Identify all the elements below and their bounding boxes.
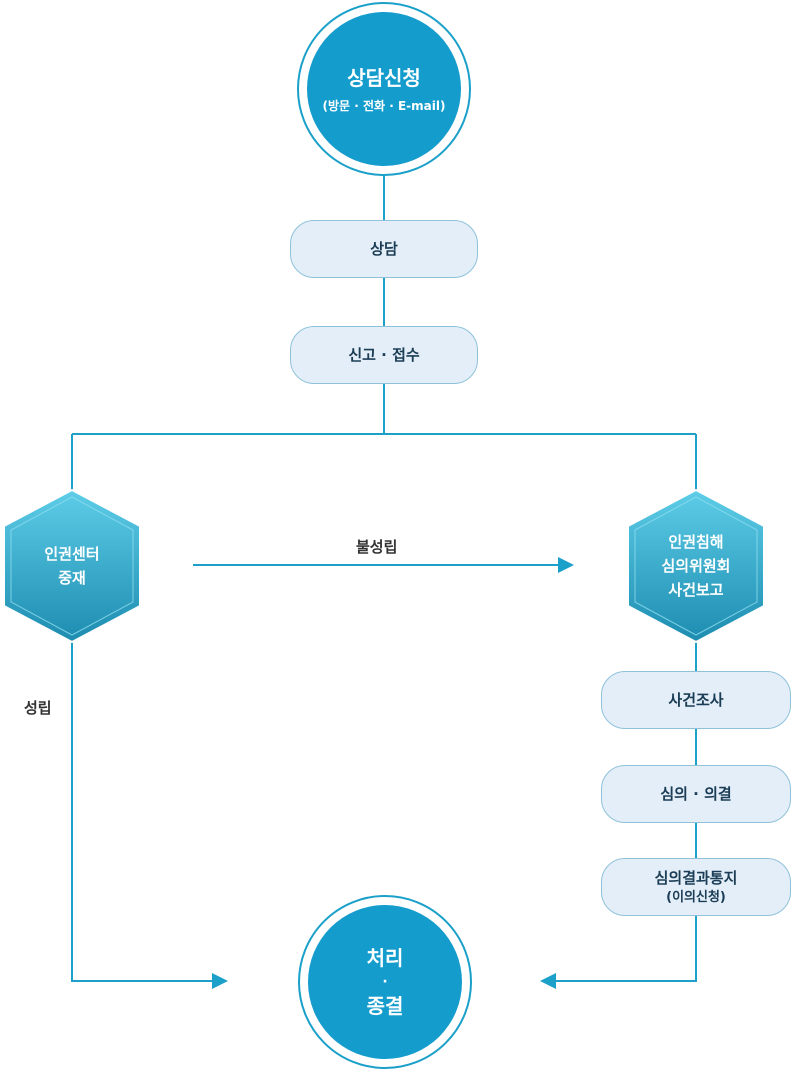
hex-left-highlight	[10, 496, 134, 636]
step-report-label: 신고 · 접수	[348, 346, 420, 364]
end-node-line1: 처리	[366, 946, 404, 970]
hex-right-line1: 인권침해	[668, 533, 724, 551]
edge-label-failed: 불성립	[356, 538, 398, 556]
end-node-line2: 종결	[366, 994, 404, 1018]
start-node: 상담신청 (방문 · 전화 · E-mail)	[297, 2, 471, 176]
step-deliberation: 심의 · 의결	[601, 765, 791, 823]
step-deliberation-label: 심의 · 의결	[660, 785, 732, 803]
hex-right-line3: 사건보고	[668, 581, 724, 599]
arrowhead-left-end	[212, 973, 228, 989]
step-report: 신고 · 접수	[290, 326, 478, 384]
step-result-notice-line2: (이의신청)	[666, 890, 726, 905]
arrowhead-failed	[558, 557, 574, 573]
start-node-title: 상담신청	[347, 65, 421, 90]
hex-left-line2: 중재	[58, 569, 86, 587]
arrowhead-right-end	[540, 973, 556, 989]
connector-left-to-end	[71, 640, 212, 982]
step-investigation: 사건조사	[601, 671, 791, 729]
start-node-subtitle: (방문 · 전화 · E-mail)	[322, 98, 446, 113]
end-node-dot: ·	[382, 974, 388, 990]
step-consult: 상담	[290, 220, 478, 278]
hex-left-mediation: 인권센터 중재	[4, 526, 140, 606]
hex-right-shape	[627, 488, 765, 644]
end-node: 처리 · 종결	[298, 895, 472, 1069]
edge-label-established: 성립	[24, 699, 52, 717]
hex-left-shape	[3, 488, 141, 644]
connector-notice-to-end	[556, 916, 697, 982]
hex-right-highlight	[634, 496, 758, 636]
hex-right-committee: 인권침해 심의위원회 사건보고	[628, 526, 764, 606]
hex-left-line1: 인권센터	[44, 545, 100, 563]
end-node-fill: 처리 · 종결	[308, 905, 462, 1059]
start-node-fill: 상담신청 (방문 · 전화 · E-mail)	[307, 12, 461, 166]
step-result-notice: 심의결과통지 (이의신청)	[601, 858, 791, 916]
step-result-notice-line1: 심의결과통지	[654, 869, 738, 887]
step-consult-label: 상담	[370, 240, 398, 258]
hex-right-line2: 심의위원회	[661, 557, 731, 575]
step-investigation-label: 사건조사	[668, 691, 724, 709]
